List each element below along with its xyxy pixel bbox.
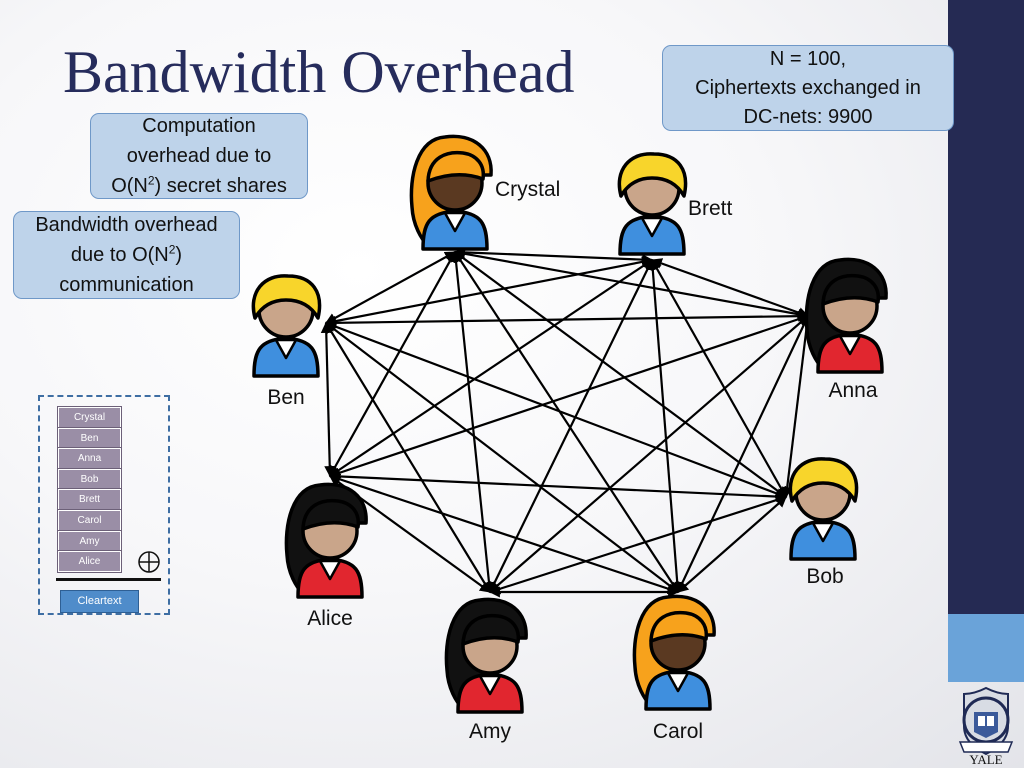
bandwidth-line2: due to O(N2) — [70, 242, 183, 266]
stack-item: Ben — [58, 427, 121, 449]
sidebar-band — [948, 0, 1024, 614]
person-alice: Alice — [284, 482, 368, 630]
participant-label: Anna — [828, 379, 877, 402]
slide-title: Bandwidth Overhead — [63, 39, 575, 105]
edge-bob-ben — [324, 321, 788, 499]
edge-bob-carol — [677, 496, 787, 593]
n-info-line1: N = 100, — [769, 47, 847, 70]
yale-wordmark: YALE — [969, 752, 1002, 767]
bandwidth-callout: Bandwidth overhead due to O(N2) communic… — [13, 211, 240, 299]
edge-brett-alice — [329, 259, 653, 477]
edge-amy-ben — [325, 322, 491, 593]
edge-alice-ben — [320, 321, 336, 478]
participant-label: Ben — [267, 386, 304, 409]
bandwidth-line3: communication — [59, 274, 194, 296]
computation-line2: overhead due to — [126, 145, 272, 167]
stack-item: Amy — [58, 530, 121, 552]
sum-line — [56, 578, 161, 581]
person-bob: Bob — [788, 457, 859, 588]
person-crystal: Crystal — [409, 134, 560, 251]
stack-item: Bob — [58, 468, 121, 490]
person-carol: Carol — [632, 594, 716, 743]
edge-brett-anna — [650, 258, 810, 318]
stack-item: Carol — [58, 510, 121, 531]
edge-crystal-amy — [450, 250, 495, 594]
n-info-line2: Ciphertexts exchanged in — [695, 76, 921, 99]
bandwidth-line1: Bandwidth overhead — [35, 214, 218, 236]
stack-item: Anna — [58, 448, 121, 470]
stack-item: Alice — [58, 551, 121, 573]
participant-label: Crystal — [495, 178, 560, 201]
person-ben: Ben — [251, 274, 322, 409]
ciphertext-stack-box — [38, 395, 170, 615]
stack-item: Crystal — [58, 407, 121, 428]
edge-carol-ben — [325, 322, 679, 593]
participant-label: Brett — [688, 197, 733, 220]
edge-anna-alice — [328, 313, 810, 479]
person-amy: Amy — [444, 597, 528, 743]
participant-label: Carol — [653, 720, 703, 743]
cleartext-result: Cleartext — [60, 590, 139, 613]
stack-item: Brett — [58, 489, 121, 511]
computation-line1: Computation — [142, 115, 256, 137]
sidebar-accent — [948, 614, 1024, 682]
edge-anna-carol — [677, 315, 809, 593]
computation-callout: Computation overhead due to O(N2) secret… — [90, 113, 308, 199]
edge-crystal-anna — [453, 248, 810, 320]
edge-brett-amy — [489, 259, 653, 593]
person-anna: Anna — [804, 257, 888, 402]
participant-label: Amy — [469, 720, 512, 743]
yale-seal-icon: YALE — [958, 686, 1014, 767]
n-info-callout: N = 100, Ciphertexts exchanged in DC-net… — [662, 45, 954, 131]
edge-brett-bob — [651, 259, 787, 498]
edge-carol-alice — [328, 473, 680, 595]
participant-label: Bob — [806, 565, 843, 588]
computation-line3: O(N2) secret shares — [111, 173, 287, 197]
edge-brett-carol — [647, 258, 683, 594]
edge-anna-amy — [489, 315, 809, 593]
n-info-line3: DC-nets: 9900 — [743, 105, 873, 128]
xor-icon — [138, 551, 160, 573]
network-edges — [320, 246, 813, 598]
person-brett: Brett — [617, 152, 733, 256]
participant-label: Alice — [307, 607, 353, 630]
edge-bob-alice — [328, 470, 788, 503]
